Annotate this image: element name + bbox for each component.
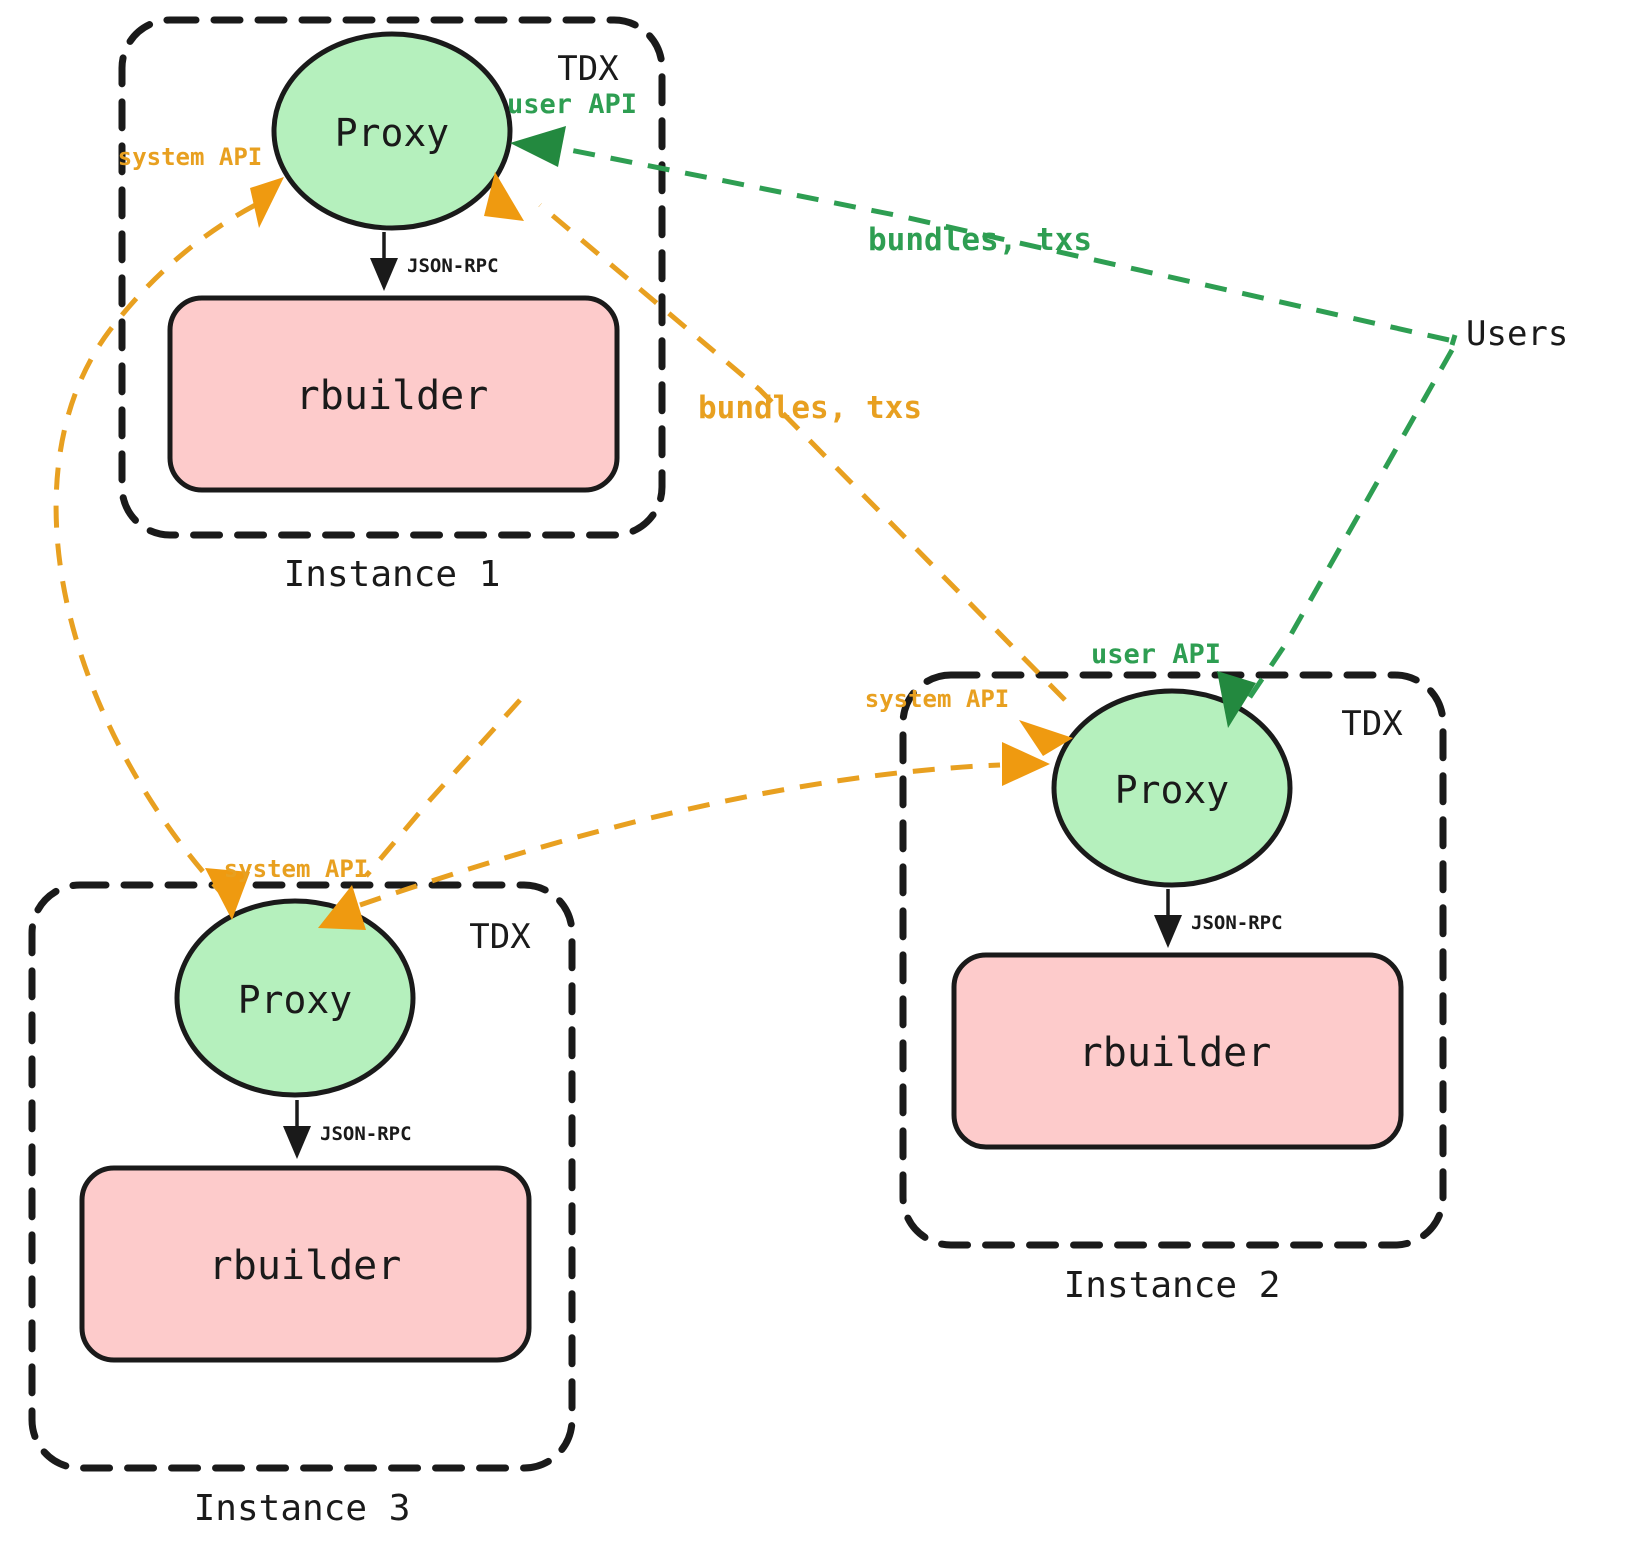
instance-1-rbuilder-node bbox=[167, 295, 620, 493]
instance2-inbound-arrowhead bbox=[1019, 720, 1073, 756]
users-to-instance1-flow-label: bundles, txs bbox=[868, 222, 1092, 258]
instance-3-rbuilder-label: rbuilder bbox=[209, 1243, 402, 1289]
instance-2-rbuilder-node bbox=[951, 952, 1404, 1150]
instance-2-system-api-label: system API bbox=[865, 685, 1010, 713]
instance-2-group: TDX Proxy rbuilder JSON-RPC Instance 2 bbox=[899, 671, 1447, 1306]
instance-3-proxy-node bbox=[174, 898, 416, 1098]
instance-3-group: TDX Proxy rbuilder JSON-RPC Instance 3 bbox=[28, 881, 576, 1529]
instance-3-system-api-label: system API bbox=[224, 855, 369, 883]
instance2-to-instance1-line bbox=[538, 203, 1067, 702]
instance-3-jsonrpc-arrowhead bbox=[283, 1126, 311, 1159]
users-actor-label: Users bbox=[1466, 314, 1568, 354]
instance3-inbound-left-arrowhead bbox=[205, 868, 250, 920]
instance-1-proxy-node bbox=[271, 31, 513, 231]
instance2-to-instance1-arrowhead bbox=[484, 172, 524, 221]
instance-2-caption: Instance 2 bbox=[1064, 1265, 1281, 1306]
instance-1-proxy-label: Proxy bbox=[335, 111, 449, 155]
instance-3-tdx-label: TDX bbox=[469, 917, 531, 957]
instance-3-enclave-border bbox=[28, 881, 576, 1472]
instance-1-rbuilder-label: rbuilder bbox=[296, 373, 489, 419]
instance3-to-instance1-arrowhead bbox=[250, 177, 284, 228]
instance-1-tdx-label: TDX bbox=[557, 49, 619, 89]
instance1-to-instance3-line bbox=[364, 698, 522, 878]
instance-1-jsonrpc-arrowhead bbox=[370, 258, 398, 291]
instance-1-jsonrpc-label: JSON-RPC bbox=[407, 255, 499, 277]
instance-2-tdx-label: TDX bbox=[1341, 704, 1403, 744]
instance-1-user-api-label: user API bbox=[507, 89, 637, 120]
instance-1-caption: Instance 1 bbox=[284, 554, 501, 595]
users-to-instance2-arrowhead bbox=[1217, 671, 1256, 728]
users-to-instance2-line bbox=[1245, 348, 1455, 702]
instance-2-enclave-border bbox=[899, 671, 1447, 1249]
instance3-to-instance2-arrowhead bbox=[1002, 742, 1050, 786]
instance-1-enclave-border bbox=[118, 16, 666, 539]
user-api-flow-group: bundles, txs Users user API user API bbox=[507, 89, 1568, 728]
instance-3-jsonrpc-label: JSON-RPC bbox=[320, 1123, 412, 1145]
instance-2-jsonrpc-arrowhead bbox=[1154, 915, 1182, 948]
instance-2-rbuilder-label: rbuilder bbox=[1079, 1030, 1272, 1076]
instance-1-group: TDX Proxy rbuilder JSON-RPC Instance 1 bbox=[118, 16, 666, 595]
instance-2-jsonrpc-label: JSON-RPC bbox=[1191, 912, 1283, 934]
instance3-to-instance2-line bbox=[359, 762, 1001, 908]
instance3-inbound-right-arrowhead bbox=[318, 885, 366, 930]
instance-3-proxy-label: Proxy bbox=[238, 978, 352, 1022]
users-to-instance1-arrowhead bbox=[510, 126, 566, 167]
instance1-outbound-flow-label: bundles, txs bbox=[698, 390, 922, 426]
instance-3-caption: Instance 3 bbox=[194, 1488, 411, 1529]
users-hub-connector bbox=[1449, 334, 1458, 346]
instance-2-proxy-node bbox=[1051, 688, 1293, 888]
instance-3-rbuilder-node bbox=[79, 1165, 532, 1363]
instance-2-user-api-label: user API bbox=[1091, 639, 1221, 670]
instance-2-proxy-label: Proxy bbox=[1115, 768, 1229, 812]
instance-1-system-api-label: system API bbox=[118, 143, 263, 171]
system-api-flow-group: bundles, txs system API system API syste… bbox=[53, 143, 1073, 930]
